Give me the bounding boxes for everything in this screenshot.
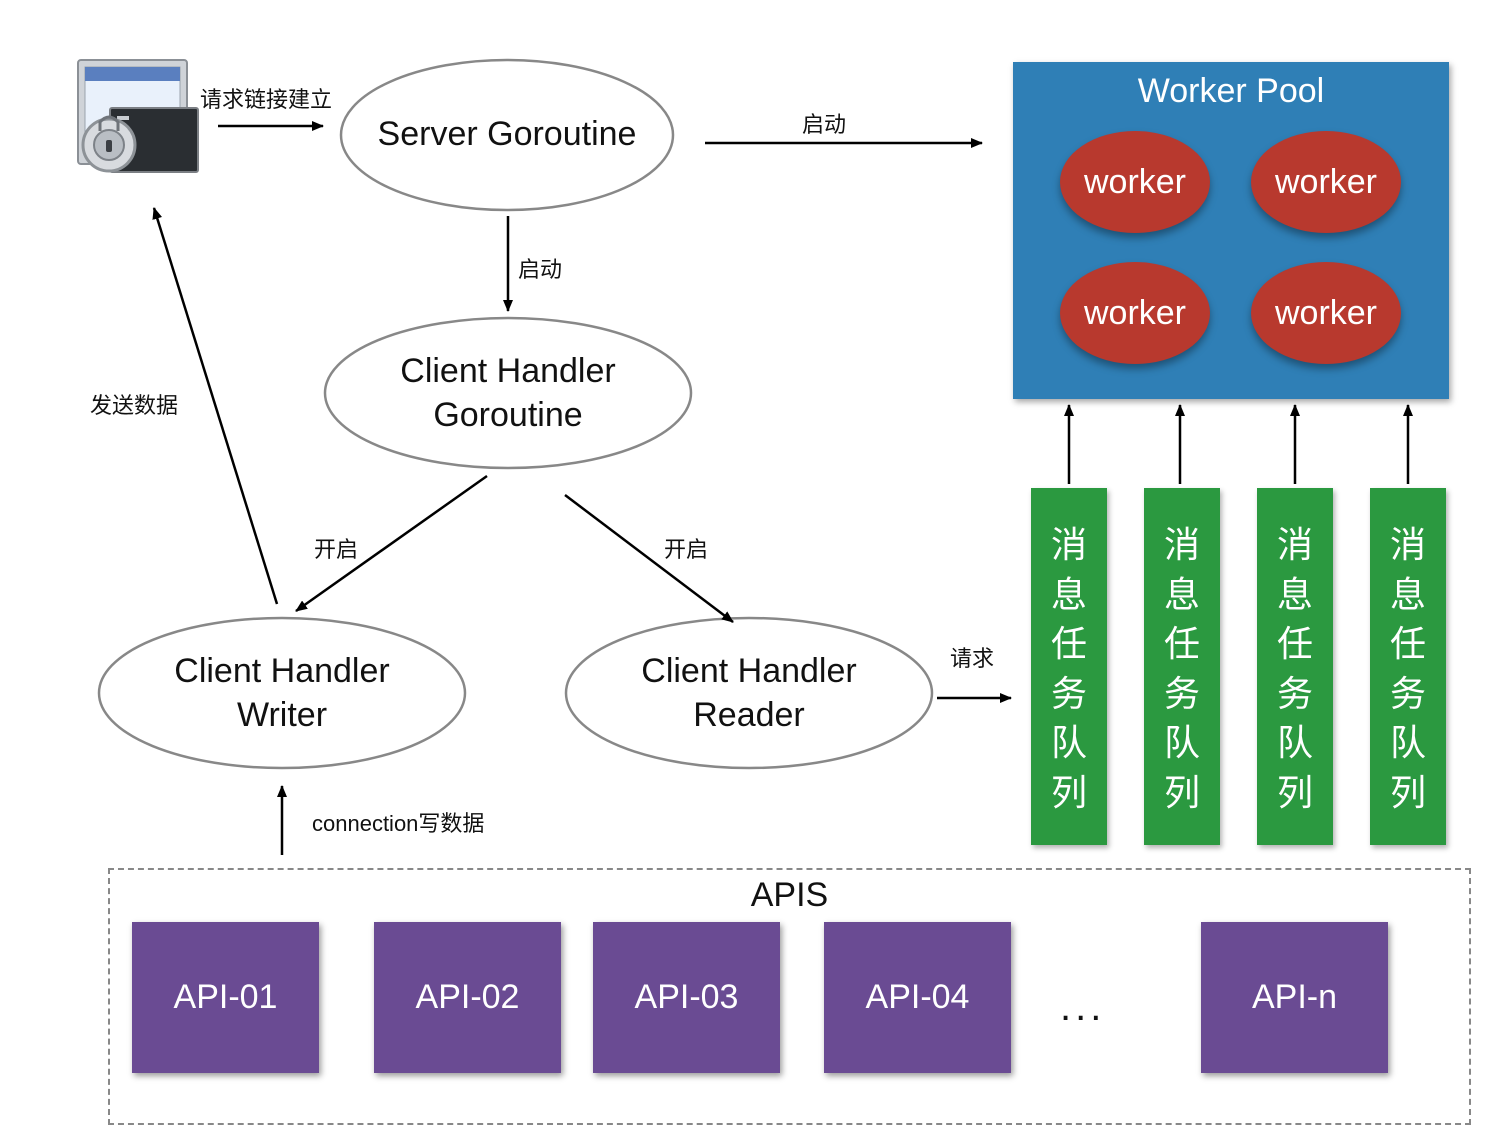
arrow-open-writer (295, 474, 488, 613)
message-queue-label: 消息任务队列 (1163, 524, 1200, 813)
arrow-open-reader (564, 494, 734, 623)
label-connection-write: connection写数据 (312, 811, 485, 836)
api-n: API-n (1201, 922, 1388, 1073)
label-open-reader: 开启 (664, 537, 709, 562)
api-01: API-01 (132, 922, 319, 1073)
client-handler-goroutine-line1: Client Handler (400, 352, 616, 390)
message-queue-label: 消息任务队列 (1276, 524, 1313, 813)
reader-line2: Reader (693, 695, 805, 734)
label-request: 请求 (950, 646, 995, 671)
label-request-connect: 请求链接建立 (200, 87, 333, 112)
reader-label: Client Handler Reader (566, 650, 932, 737)
label-start-handler: 启动 (518, 257, 563, 282)
label-start-pool: 启动 (802, 112, 847, 137)
worker-pool-title: Worker Pool (1137, 72, 1325, 110)
worker-4: worker (1251, 262, 1401, 364)
arrow-send-data (152, 207, 279, 605)
message-queue-2: 消息任务队列 (1144, 488, 1220, 845)
client-handler-goroutine-ellipse (323, 316, 693, 470)
api-04: API-04 (824, 922, 1011, 1073)
worker-1: worker (1060, 131, 1210, 233)
message-queue-label: 消息任务队列 (1389, 524, 1426, 813)
server-goroutine-label: Server Goroutine (377, 115, 637, 153)
writer-label: Client Handler Writer (99, 650, 465, 737)
writer-line2: Writer (236, 695, 328, 734)
client-handler-goroutine-line2: Goroutine (433, 395, 583, 434)
server-goroutine-ellipse (339, 58, 675, 212)
message-queue-3: 消息任务队列 (1257, 488, 1333, 845)
label-send-data: 发送数据 (90, 393, 179, 418)
writer-ellipse (97, 616, 467, 770)
api-02: API-02 (374, 922, 561, 1073)
client-handler-goroutine-label: Client Handler Goroutine (325, 350, 691, 437)
apis-ellipsis: ... (1060, 985, 1106, 1029)
label-open-writer: 开启 (314, 537, 359, 562)
message-queue-label: 消息任务队列 (1050, 524, 1087, 813)
message-queue-4: 消息任务队列 (1370, 488, 1446, 845)
reader-ellipse (564, 616, 934, 770)
apis-container (108, 868, 1471, 1125)
writer-line1: Client Handler (174, 652, 390, 690)
worker-pool: Worker Pool (1013, 62, 1449, 399)
worker-3: worker (1060, 262, 1210, 364)
worker-2: worker (1251, 131, 1401, 233)
message-queue-1: 消息任务队列 (1031, 488, 1107, 845)
reader-line1: Client Handler (641, 652, 857, 690)
api-03: API-03 (593, 922, 780, 1073)
terminal-lock-icon (77, 59, 199, 173)
apis-title: APIS (750, 876, 829, 914)
